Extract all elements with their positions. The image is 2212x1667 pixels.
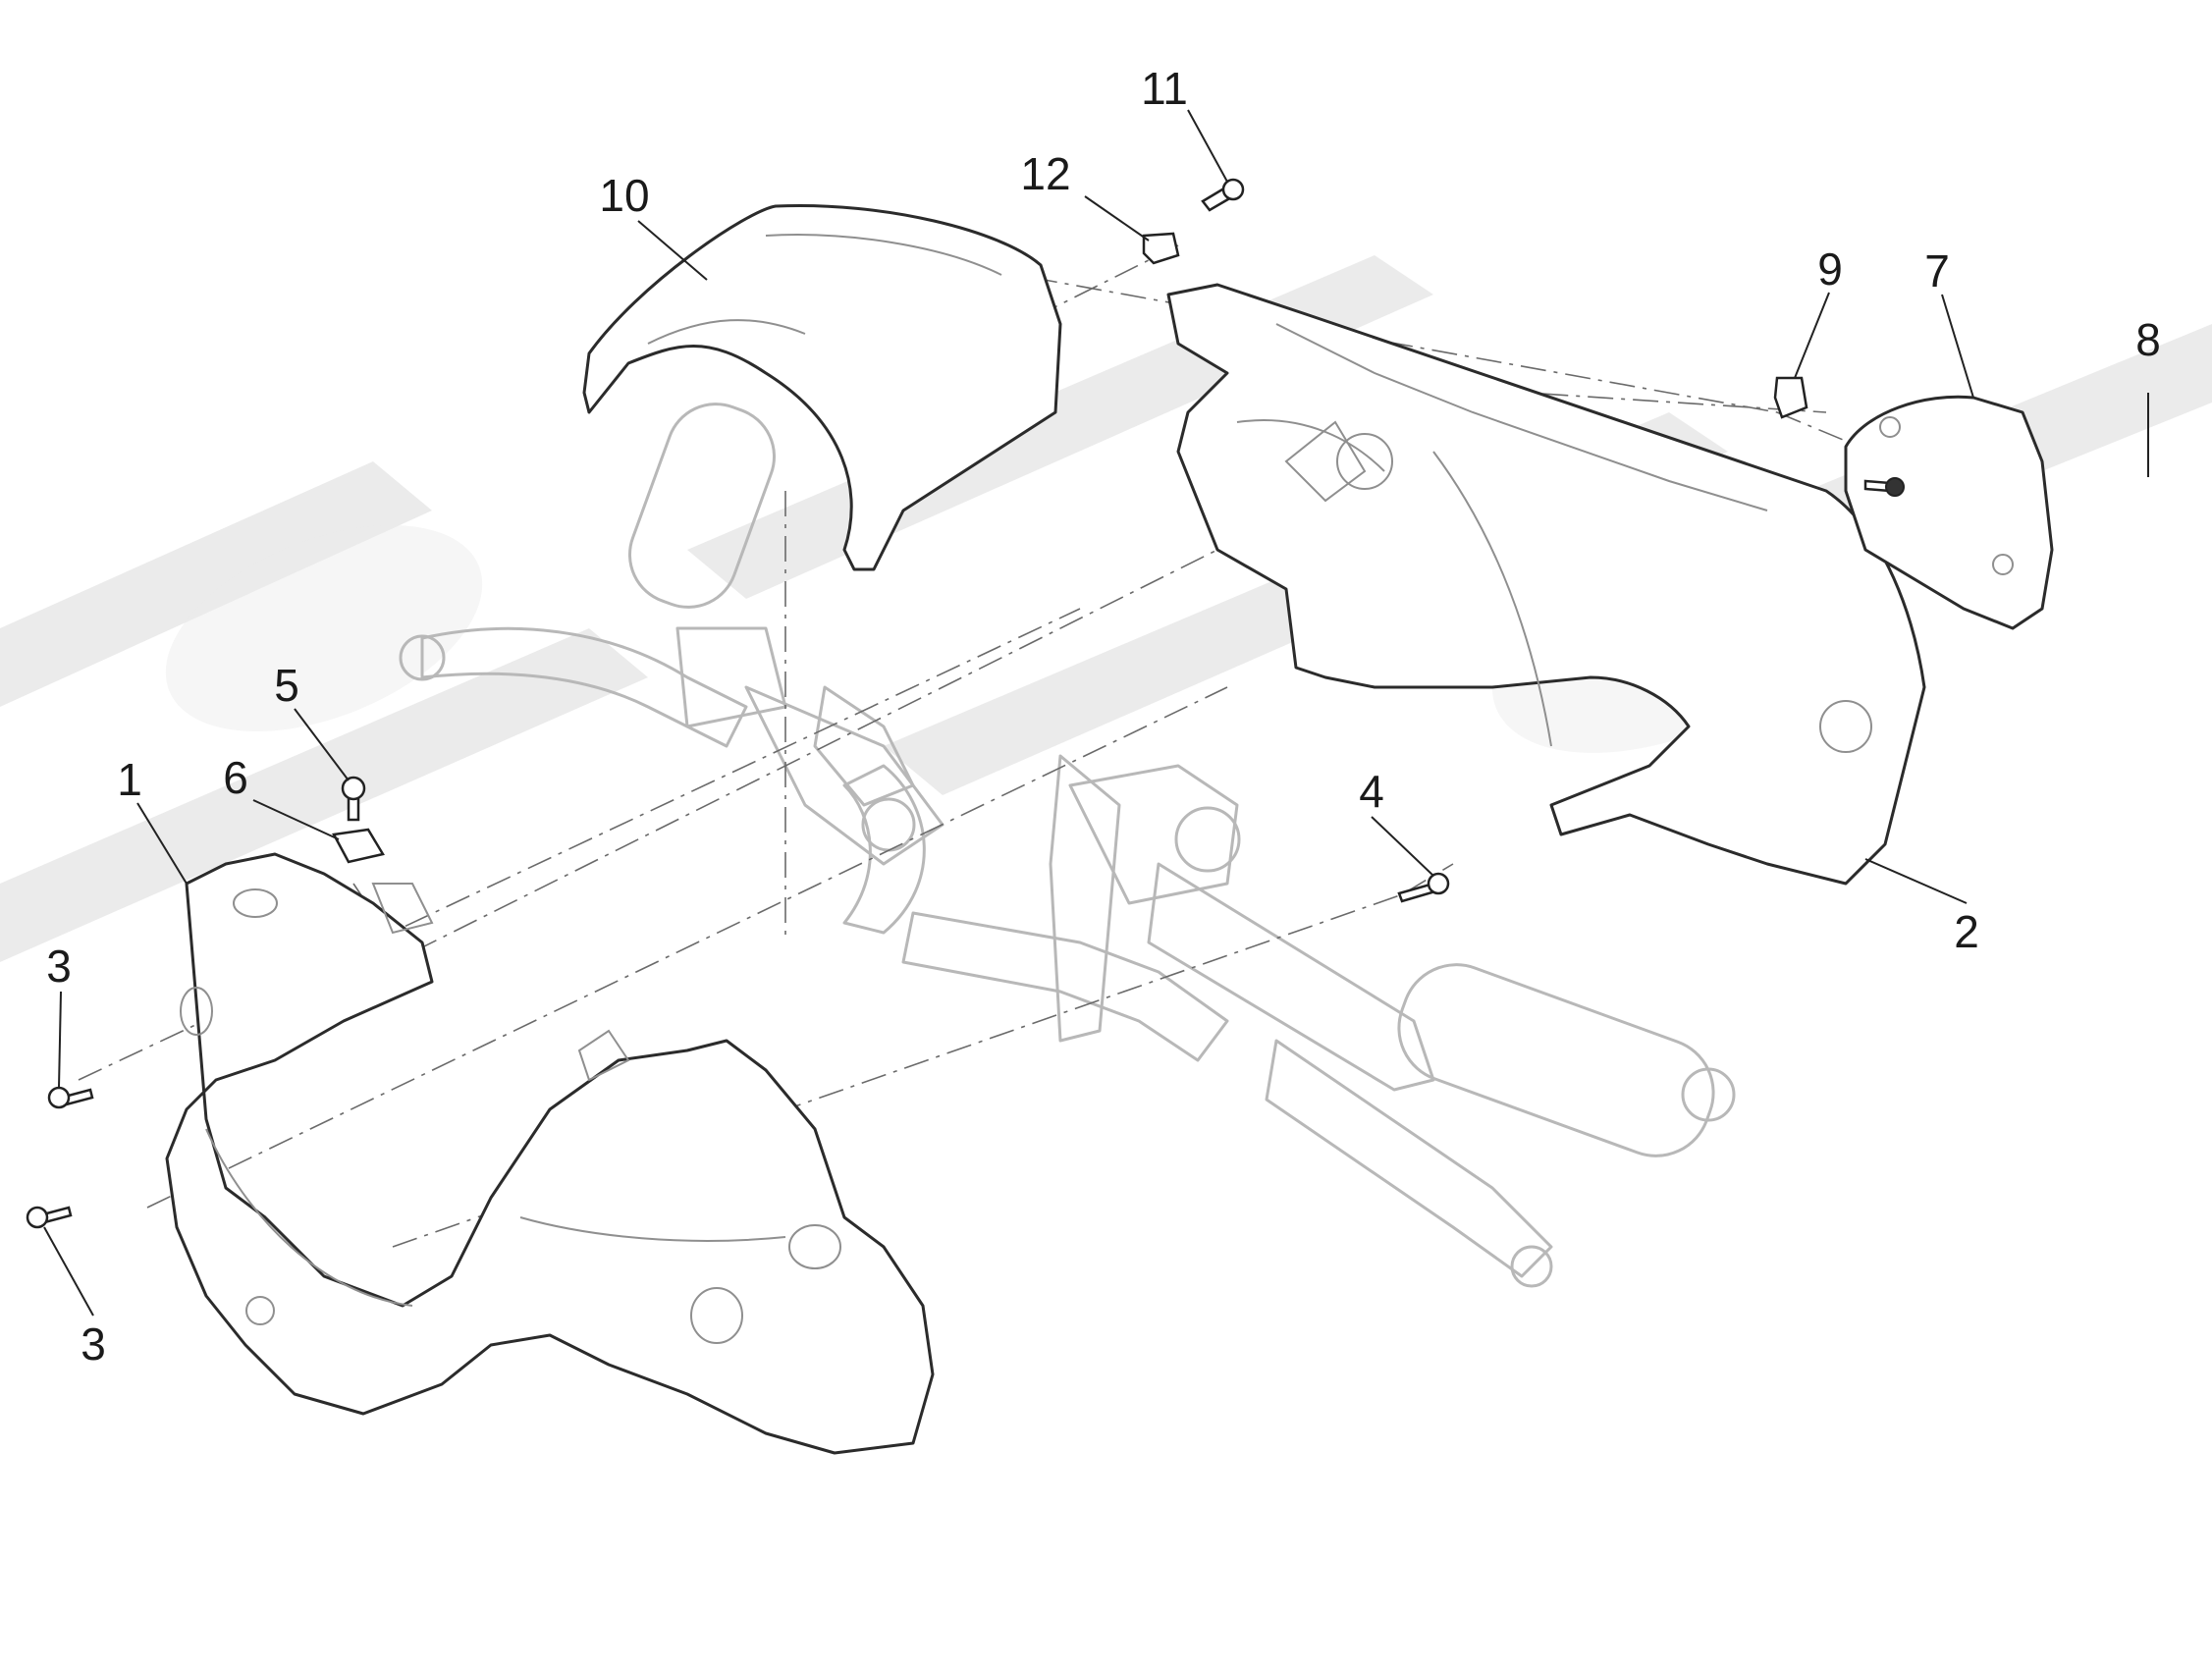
part-9-clip	[1773, 376, 1808, 419]
leader-lines	[43, 109, 2149, 1317]
callout-11: 11	[1141, 63, 1188, 114]
callout-1: 1	[117, 754, 142, 805]
part-10-upper-cover	[582, 203, 1062, 571]
callout-6: 6	[223, 752, 248, 803]
part-1-front-cover	[165, 852, 935, 1455]
callout-8: 8	[2135, 314, 2161, 365]
callout-5: 5	[274, 660, 299, 711]
part-3-screw-lower	[26, 1206, 73, 1229]
part-6-nut	[332, 828, 385, 864]
callout-3-lower: 3	[81, 1318, 106, 1370]
part-4-screw	[1397, 872, 1450, 903]
part-3-screw-upper	[47, 1086, 94, 1109]
part-8-screw	[1863, 477, 1905, 497]
callout-7: 7	[1924, 245, 1950, 296]
part-12-clip	[1142, 232, 1180, 265]
callout-10: 10	[599, 170, 649, 221]
part-11-screw	[1201, 178, 1245, 212]
callout-12: 12	[1020, 148, 1070, 199]
callout-2: 2	[1954, 906, 1979, 957]
callout-3-upper: 3	[46, 941, 72, 992]
part-2-rear-cover	[1166, 283, 1926, 886]
part-7-trim-cover	[1844, 395, 2054, 630]
part-5-screw	[341, 776, 366, 822]
callout-4: 4	[1359, 766, 1384, 817]
callout-labels: 11 12 10 9 7 8 5 6 1 3 3 4 2	[46, 63, 2161, 1370]
callout-9: 9	[1817, 243, 1843, 295]
